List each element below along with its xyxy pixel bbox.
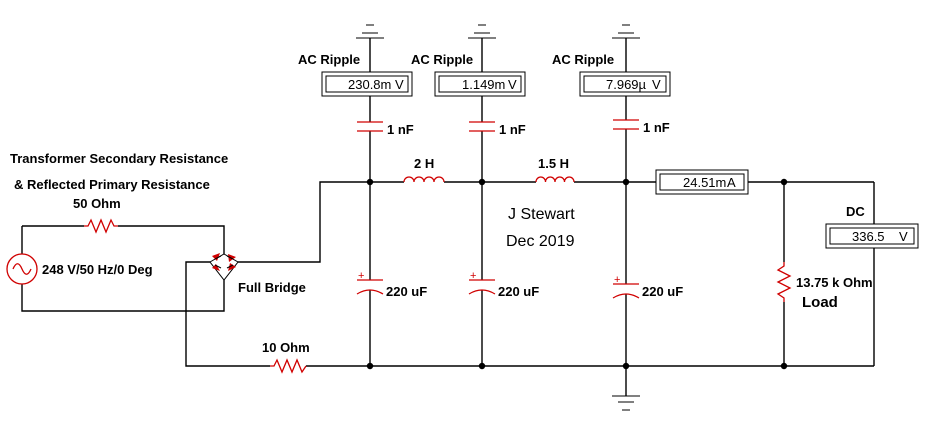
inductor-1-5h-label: 1.5 H: [538, 156, 569, 171]
capacitor-1nf-1-icon: [357, 121, 383, 132]
ripple-meter-2-value: 1.149m: [462, 77, 505, 92]
load-value-label: 13.75 k Ohm: [796, 275, 873, 290]
resistor-10-label: 10 Ohm: [262, 340, 310, 355]
load-name-label: Load: [802, 294, 838, 311]
source-label: 248 V/50 Hz/0 Deg: [42, 262, 153, 277]
dc-meter: 336.5 V: [825, 223, 919, 249]
resistor-50-label: 50 Ohm: [73, 196, 121, 211]
capacitor-220uf-2-icon: +: [468, 270, 496, 295]
ripple-meter-3-value: 7.969µ: [606, 77, 647, 92]
junction-dot: [780, 362, 788, 370]
author-date: Dec 2019: [506, 233, 575, 250]
svg-text:+: +: [614, 274, 620, 286]
cap-1nf-2-label: 1 nF: [499, 122, 526, 137]
junction-dot: [366, 362, 374, 370]
ripple-meter-1-title: AC Ripple: [298, 52, 360, 67]
capacitor-1nf-3-icon: [613, 119, 639, 130]
transformer-note-line1: Transformer Secondary Resistance: [10, 151, 228, 166]
ripple-meter-3: 7.969µ V: [579, 71, 671, 97]
junction-dot: [780, 178, 788, 186]
full-bridge-rectifier-icon: [209, 253, 239, 281]
junctions: [366, 178, 788, 370]
author-name: J Stewart: [508, 206, 575, 223]
junction-dot: [622, 362, 630, 370]
svg-text:+: +: [358, 270, 364, 282]
cap-220uf-3-label: 220 uF: [642, 284, 683, 299]
resistor-50-ohm-icon: [84, 218, 118, 234]
dc-meter-value: 336.5: [852, 229, 885, 244]
cap-220uf-2-label: 220 uF: [498, 284, 539, 299]
transformer-note-line2: & Reflected Primary Resistance: [14, 177, 210, 192]
capacitor-1nf-2-icon: [469, 121, 495, 132]
ripple-meter-2: 1.149m V: [434, 71, 526, 97]
cap-1nf-3-label: 1 nF: [643, 120, 670, 135]
ripple-meter-3-title: AC Ripple: [552, 52, 614, 67]
dc-meter-title: DC: [846, 204, 865, 219]
ripple-meter-1-value: 230.8m: [348, 77, 391, 92]
svg-text:+: +: [470, 270, 476, 282]
bridge-label: Full Bridge: [238, 280, 306, 295]
inductor-2h-icon: [403, 176, 445, 183]
junction-dot: [478, 362, 486, 370]
junction-dot: [622, 178, 630, 186]
ripple-meter-2-unit: V: [508, 77, 517, 92]
ac-source-icon: [6, 253, 38, 285]
capacitor-220uf-3-icon: +: [612, 274, 640, 299]
inductor-1-5h-icon: [535, 176, 575, 183]
ground-bottom-icon: [612, 395, 640, 411]
ammeter-value: 24.51m: [683, 175, 726, 190]
junction-dot: [366, 178, 374, 186]
ripple-meter-1-unit: V: [395, 77, 404, 92]
ammeter: 24.51m A: [655, 169, 749, 195]
ammeter-unit: A: [727, 175, 736, 190]
capacitor-220uf-1-icon: +: [356, 270, 384, 295]
ground-top-2-icon: [468, 24, 496, 39]
ripple-meter-2-title: AC Ripple: [411, 52, 473, 67]
cap-220uf-1-label: 220 uF: [386, 284, 427, 299]
ground-top-1-icon: [356, 24, 384, 39]
dc-meter-unit: V: [899, 229, 908, 244]
load-resistor-icon: [776, 262, 792, 302]
junction-dot: [478, 178, 486, 186]
ground-top-3-icon: [612, 24, 640, 39]
resistor-10-ohm-icon: [270, 358, 307, 374]
inductor-2h-label: 2 H: [414, 156, 434, 171]
ripple-meter-1: 230.8m V: [321, 71, 413, 97]
ripple-meter-3-unit: V: [652, 77, 661, 92]
cap-1nf-1-label: 1 nF: [387, 122, 414, 137]
